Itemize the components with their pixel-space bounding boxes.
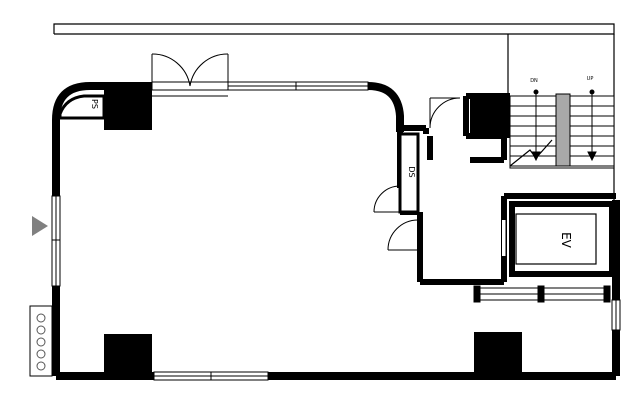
- column-bottom-right: [474, 332, 522, 378]
- stair-door[interactable]: [429, 97, 461, 129]
- top-window: [227, 81, 369, 91]
- duct-space: DS: [398, 132, 420, 214]
- stair-up-label: UP: [587, 76, 594, 82]
- entrance-door[interactable]: [151, 53, 229, 97]
- right-window: [611, 299, 621, 331]
- bottom-window: [153, 371, 269, 381]
- ds-label: DS: [407, 166, 416, 177]
- ps-label: PS: [90, 99, 99, 109]
- hall-door[interactable]: [387, 219, 419, 251]
- inner-walls: [397, 93, 616, 285]
- outdoor-unit-icon: [29, 305, 53, 377]
- corridor-band: [473, 285, 611, 303]
- column-top-left: [104, 86, 152, 130]
- ds-door[interactable]: [373, 185, 401, 213]
- stair-rail: [555, 93, 571, 167]
- elevator: EV: [502, 201, 615, 277]
- column-stair: [470, 98, 510, 138]
- stair-dn-label: DN: [530, 78, 538, 84]
- ev-label: EV: [559, 232, 573, 249]
- column-bottom-left: [104, 334, 152, 378]
- stair-arrows: [531, 89, 597, 162]
- columns: [104, 86, 522, 378]
- left-windows: [51, 195, 61, 287]
- pipe-space: PS: [58, 94, 106, 120]
- triangle-right-icon: [32, 216, 48, 236]
